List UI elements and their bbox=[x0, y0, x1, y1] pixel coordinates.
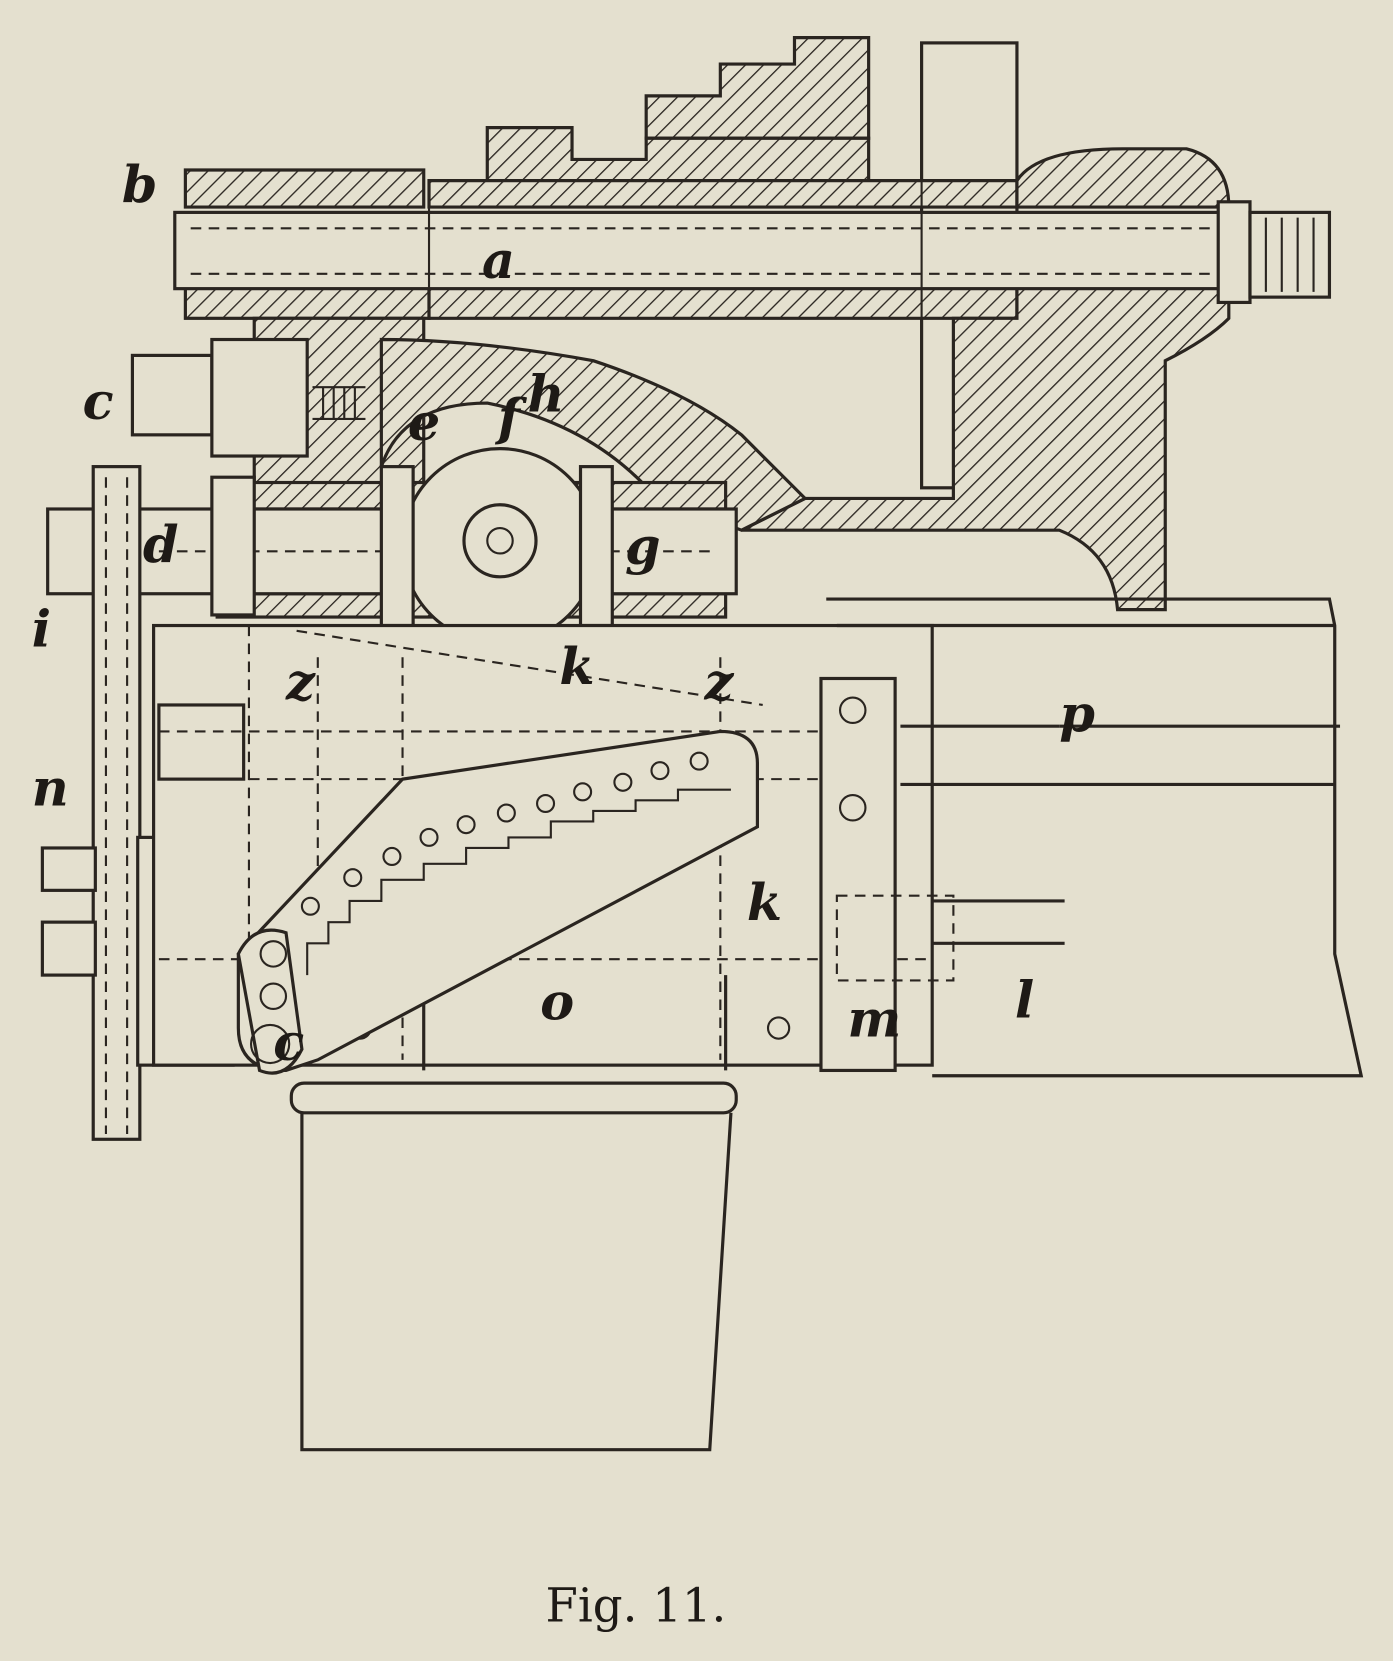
figure-caption: Fig. 11. bbox=[546, 1578, 727, 1632]
label-k-top: k bbox=[559, 636, 594, 696]
label-z-right: z bbox=[703, 652, 734, 712]
label-z-left: z bbox=[285, 652, 316, 712]
label-g: g bbox=[625, 516, 661, 576]
main-shaft bbox=[173, 180, 1332, 319]
guide-rails bbox=[826, 597, 1364, 1078]
label-c-top: c bbox=[83, 371, 114, 431]
holes bbox=[300, 751, 709, 916]
label-d: d bbox=[143, 514, 179, 574]
part-labels: b a c h f e d g i z k z p n k l m o c bbox=[32, 154, 1095, 1072]
label-m: m bbox=[847, 989, 901, 1049]
label-e: e bbox=[408, 392, 440, 452]
label-l: l bbox=[1015, 969, 1034, 1029]
label-o: o bbox=[540, 972, 574, 1032]
label-b: b bbox=[122, 154, 158, 214]
label-a: a bbox=[482, 230, 515, 290]
label-k-mid: k bbox=[747, 872, 782, 932]
bucket bbox=[289, 1081, 738, 1452]
cam-bracket bbox=[46, 316, 808, 646]
label-n: n bbox=[32, 758, 69, 818]
label-i: i bbox=[32, 599, 51, 659]
label-p: p bbox=[1059, 683, 1095, 743]
label-c-bottom: c bbox=[273, 1012, 304, 1072]
indexing-slot bbox=[236, 729, 759, 1075]
label-h: h bbox=[528, 364, 565, 424]
